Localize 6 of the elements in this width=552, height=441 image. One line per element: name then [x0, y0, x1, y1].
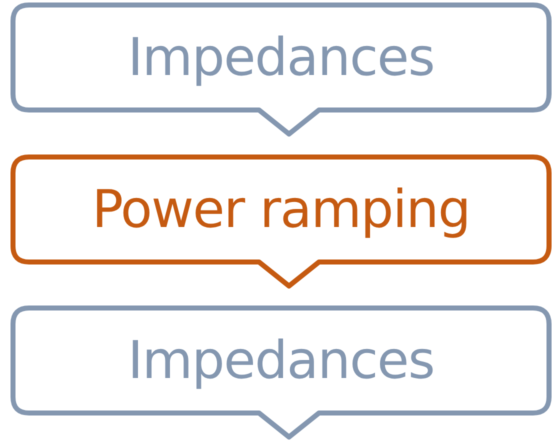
callout-box: [13, 308, 549, 437]
box-label: Power ramping: [90, 178, 472, 242]
callout-box: [13, 5, 549, 134]
box-label: Impedances: [126, 26, 436, 90]
box-label: Impedances: [126, 330, 436, 392]
callout-box: [13, 157, 549, 286]
